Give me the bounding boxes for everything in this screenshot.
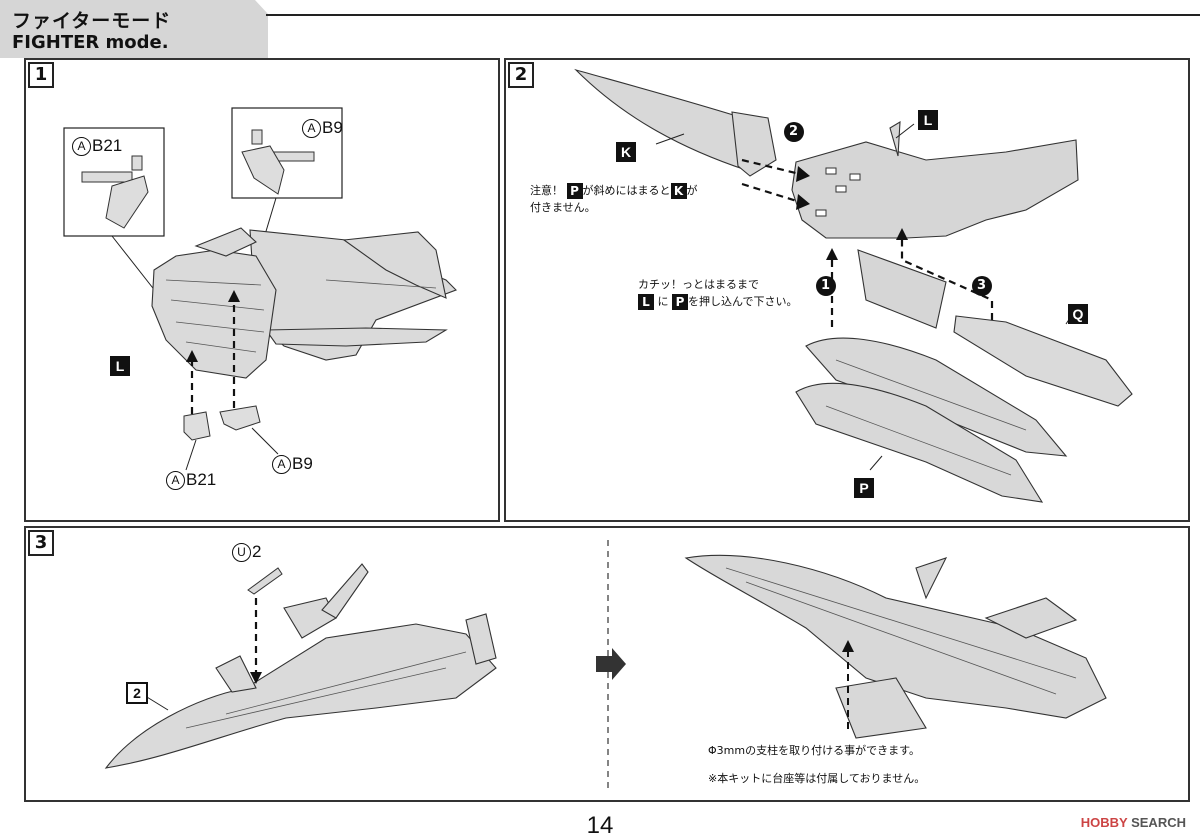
step-2-illustration [574,68,1133,503]
step-2-panel: 2 [504,58,1190,522]
runner-a-icon: A [272,455,291,475]
runner-a-icon: A [72,137,91,157]
seq-1-label: 1 [821,278,831,293]
no-base-note: ※本キットに台座等は付属しておりません。 [708,772,926,785]
runner-a-icon: A [302,119,321,139]
tag-2: 2 [126,682,148,704]
seq-3-label: 3 [977,278,987,293]
page-title-en: FIGHTER mode. [12,32,169,53]
header-tab [0,0,268,58]
step-1-number: 1 [28,62,54,88]
tag-p: P [854,478,874,498]
tag-l: L [110,356,130,376]
stand-note: Φ3mmの支柱を取り付ける事ができます。 [708,744,920,757]
step-1-illustration [63,107,457,471]
tag-k: K [616,142,636,162]
header-rule [266,14,1200,16]
watermark: HOBBY SEARCH [1080,815,1186,830]
page-title-jp: ファイターモード [12,10,172,32]
step-2-number: 2 [508,62,534,88]
tag-q: Q [1068,304,1088,324]
step-3-number: 3 [28,530,54,556]
runner-a-icon: A [166,471,185,491]
seq-2-label: 2 [789,124,799,139]
tag-l: L [918,110,938,130]
step-3-illustration [104,540,1107,788]
runner-u-icon: U [232,543,251,563]
step-1-panel: 1 [24,58,500,522]
step-3-panel: 3 [24,526,1190,802]
page-number: 14 [586,812,614,839]
